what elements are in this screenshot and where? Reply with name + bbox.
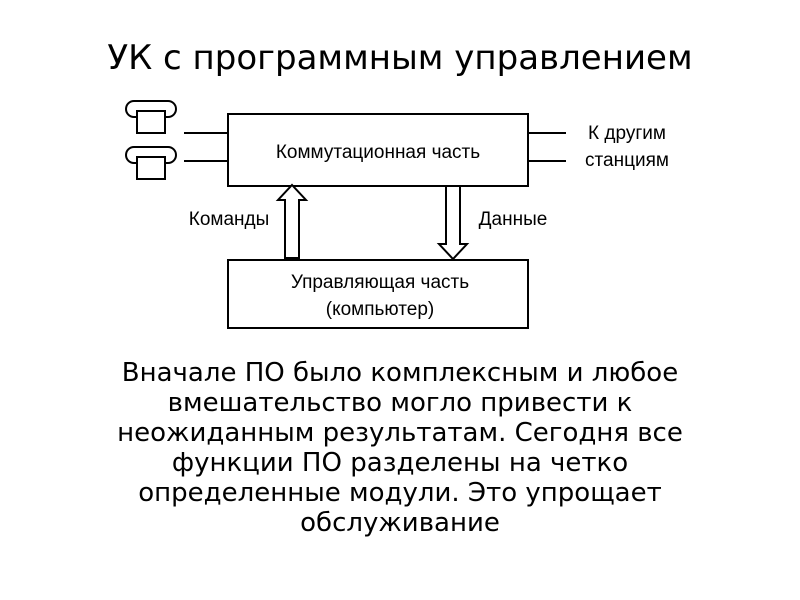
slide-title: УК с программным управлением	[107, 38, 693, 78]
body-line: неожиданным результатам. Сегодня все	[117, 418, 683, 448]
control-block-label-line2: (компьютер)	[326, 299, 434, 320]
commands-label: Команды	[189, 209, 270, 230]
other-stations-label-line1: К другим	[588, 123, 666, 144]
control-block-label-line1: Управляющая часть	[291, 272, 469, 293]
data-label: Данные	[479, 209, 548, 230]
body-line: вмешательство могло привести к	[167, 388, 633, 418]
control-block	[227, 259, 529, 329]
commands-arrow	[275, 183, 309, 259]
data-arrow	[436, 185, 470, 261]
telephone-icon	[125, 100, 177, 134]
body-line: Вначале ПО было комплексным и любое	[121, 358, 679, 388]
body-line: определенные модули. Это упрощает	[138, 478, 662, 508]
body-line: функции ПО разделены на четко	[171, 448, 629, 478]
body-line: обслуживание	[300, 508, 500, 538]
telephone-icon	[125, 146, 177, 180]
other-stations-label-line2: станциям	[585, 150, 669, 171]
body-paragraph: Вначале ПО было комплексным и любое вмеш…	[40, 358, 760, 538]
switching-block-label: Коммутационная часть	[276, 142, 480, 163]
switching-block	[227, 113, 529, 187]
